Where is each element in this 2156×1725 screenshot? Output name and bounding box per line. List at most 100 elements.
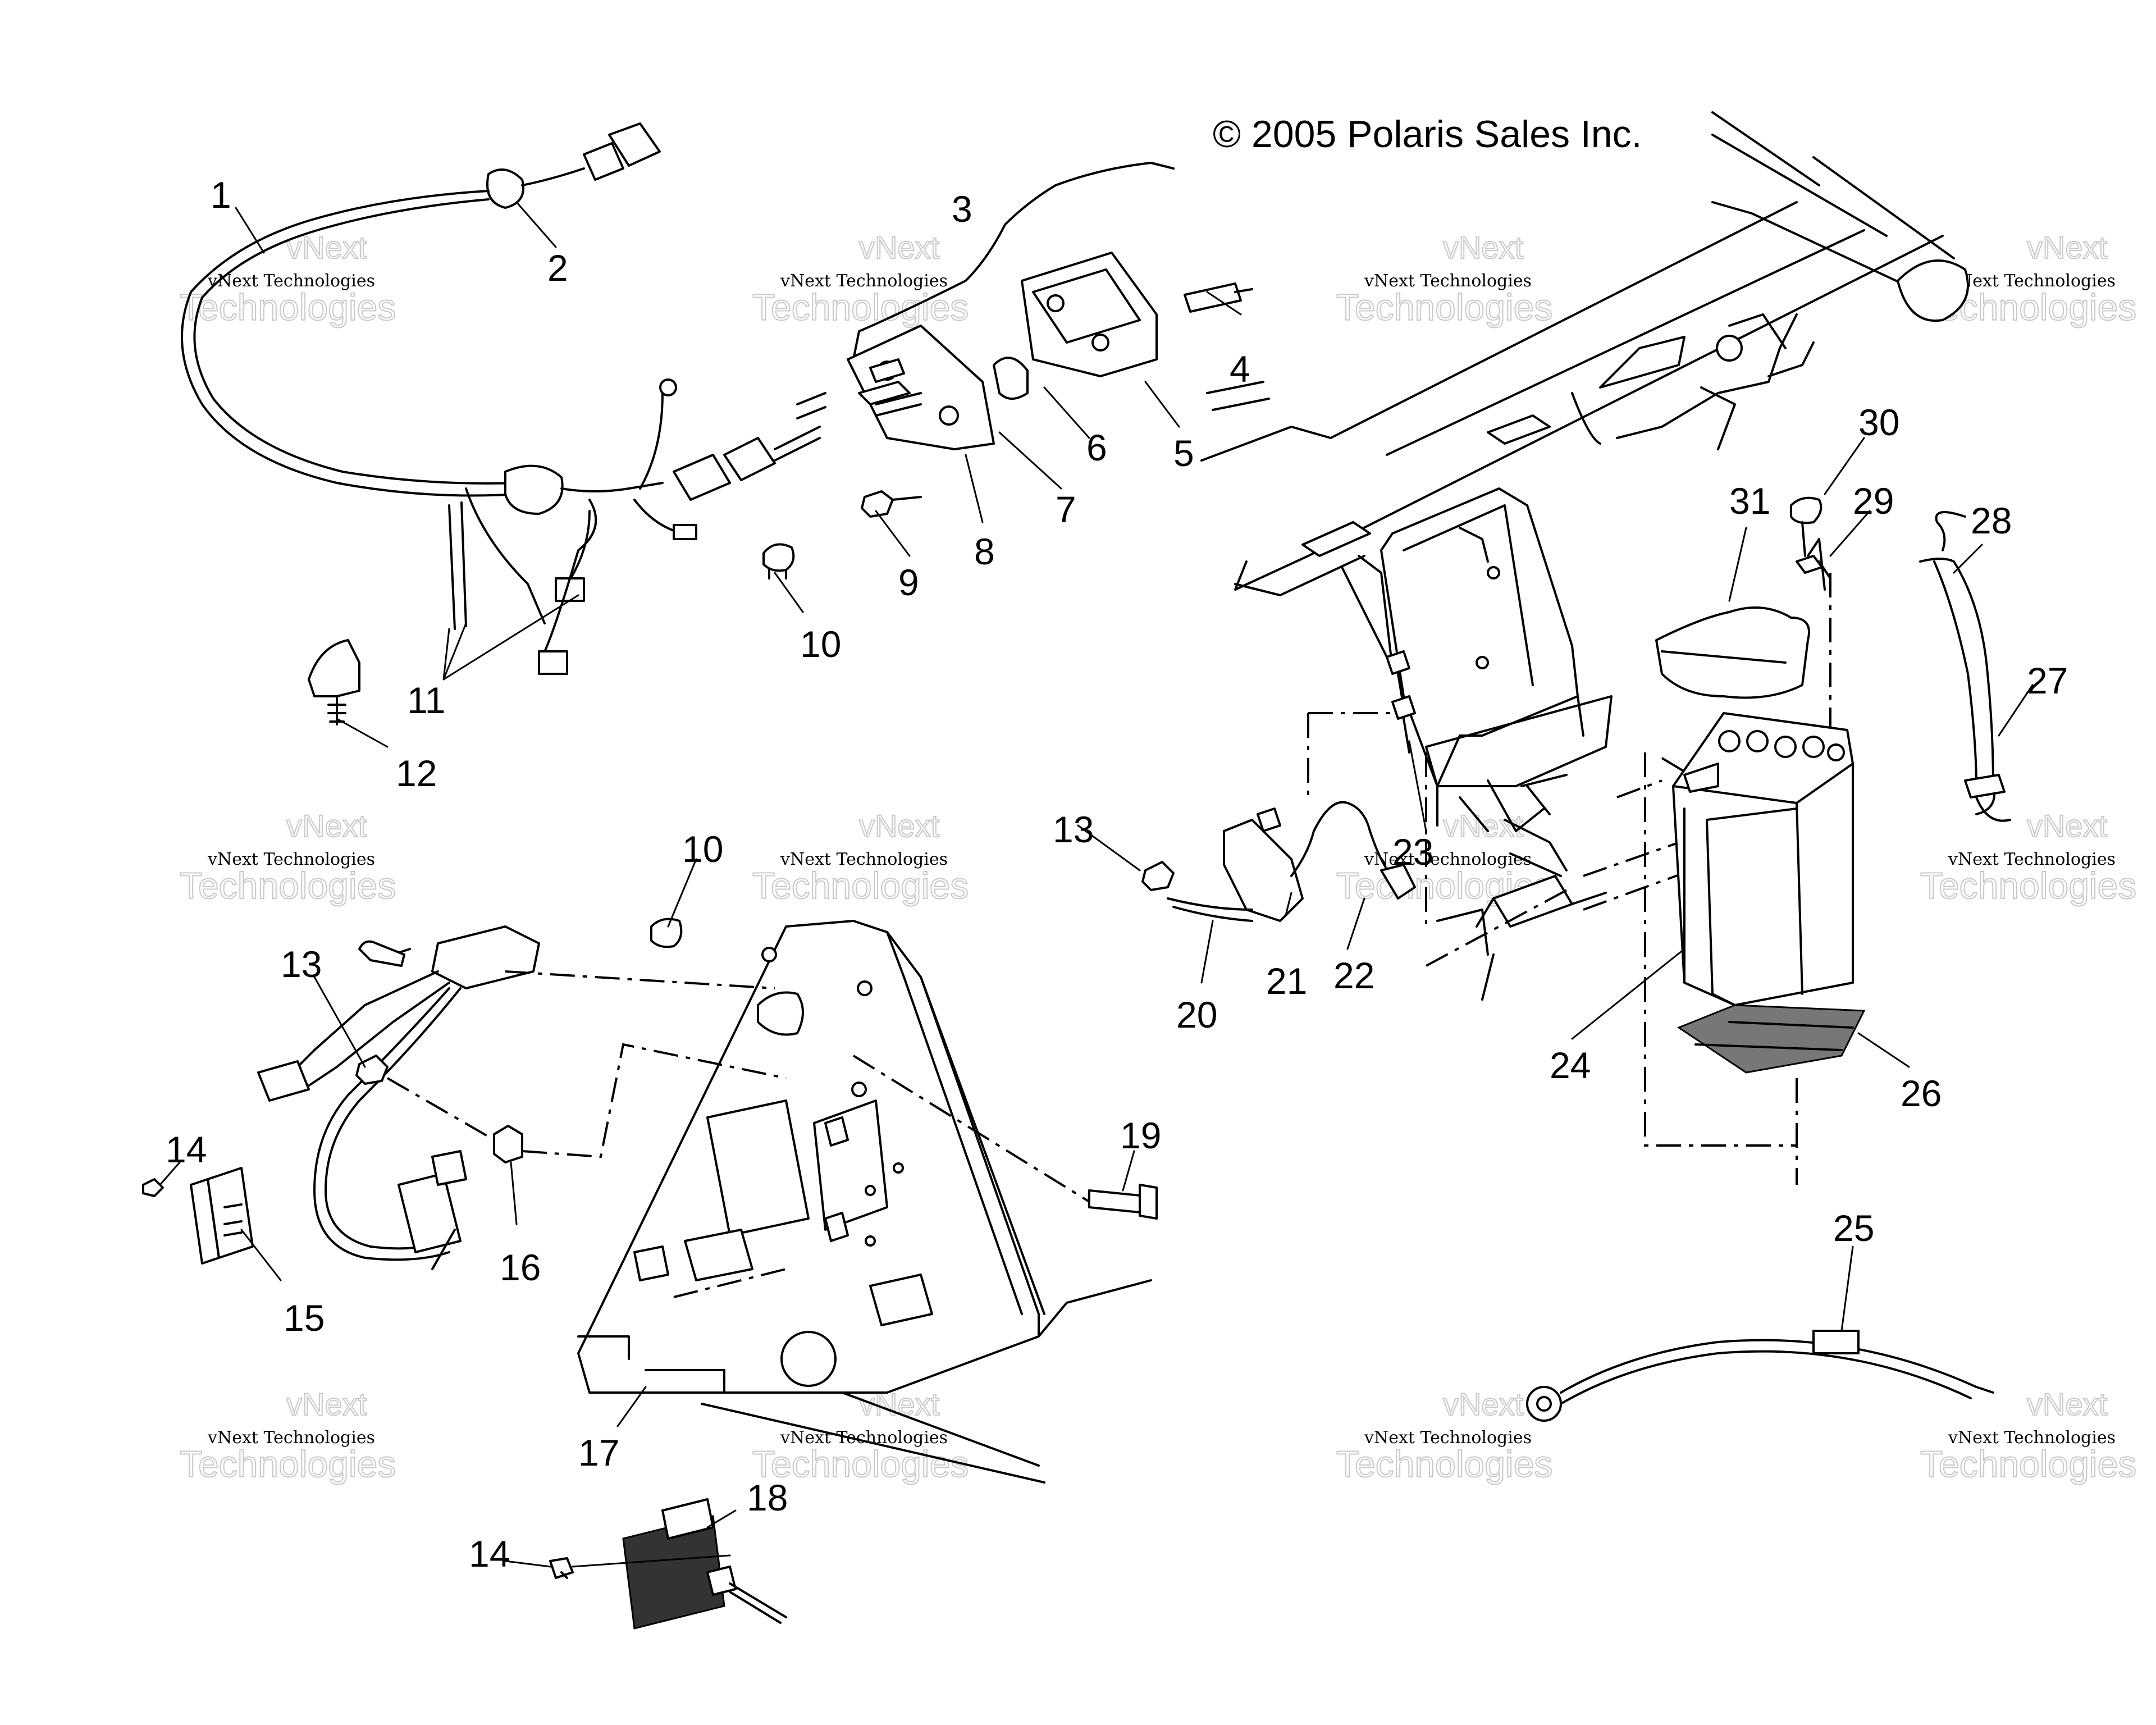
callout-10-lower: 10 [682, 828, 723, 870]
svg-text:Technologies: Technologies [1920, 1443, 2136, 1485]
leader-dash [386, 1043, 787, 1158]
svg-text:Technologies: Technologies [752, 865, 969, 906]
solenoid-relay [1167, 801, 1416, 922]
part-12-clip [308, 639, 360, 725]
part-23-screws [1386, 650, 1416, 754]
leader-dash [1426, 886, 1573, 967]
watermark: vNext vNext Technologies Technologies [1336, 1386, 1553, 1485]
callout-17: 17 [578, 1432, 619, 1473]
battery-pad [1677, 1004, 1866, 1074]
part-10-clip-lower [650, 918, 683, 948]
callout-27: 27 [2027, 660, 2068, 701]
callout-3: 3 [952, 188, 972, 230]
part-13-nut [1141, 861, 1175, 891]
callout-20: 20 [1176, 994, 1217, 1035]
battery-strap [1919, 511, 2011, 822]
svg-text:vNext: vNext [286, 230, 367, 265]
callout-10-top: 10 [800, 623, 841, 665]
callout-15: 15 [284, 1297, 325, 1339]
callout-12: 12 [396, 752, 437, 794]
svg-text:vNext Technologies: vNext Technologies [1948, 271, 2116, 291]
callout-24: 24 [1550, 1044, 1591, 1086]
svg-text:Technologies: Technologies [1336, 286, 1552, 328]
svg-text:vNext Technologies: vNext Technologies [207, 1428, 375, 1448]
callout-13-right: 13 [1053, 809, 1094, 850]
svg-text:vNext Technologies: vNext Technologies [780, 1428, 948, 1448]
callout-28: 28 [1971, 500, 2012, 541]
callout-26: 26 [1901, 1073, 1942, 1114]
svg-text:vNext: vNext [286, 1386, 367, 1422]
callout-19: 19 [1120, 1115, 1161, 1156]
callout-labels: 1 2 3 4 5 6 7 8 9 10 11 12 13 10 13 14 1… [166, 174, 2068, 1575]
svg-text:Technologies: Technologies [180, 865, 396, 906]
svg-text:vNext: vNext [2027, 1386, 2108, 1422]
callout-21: 21 [1266, 960, 1307, 1002]
svg-text:vNext: vNext [2027, 808, 2108, 843]
watermark: vNext vNext Technologies Technologies [1920, 1386, 2137, 1485]
part-19-bolt [1088, 1184, 1158, 1220]
leader-dash [852, 1055, 1090, 1203]
svg-text:Technologies: Technologies [180, 286, 396, 328]
leader-dash [673, 1268, 787, 1298]
part-16-nut [493, 1125, 523, 1163]
svg-text:vNext Technologies: vNext Technologies [1948, 1428, 2116, 1448]
battery-cable [1526, 1330, 1994, 1422]
callout-9: 9 [898, 562, 919, 603]
part-10-clip [762, 543, 795, 579]
svg-text:vNext Technologies: vNext Technologies [1364, 1428, 1532, 1448]
leader-dash [1616, 779, 1662, 798]
leader-dash [1661, 757, 1691, 776]
svg-text:Technologies: Technologies [1920, 865, 2136, 906]
svg-text:vNext Technologies: vNext Technologies [780, 271, 948, 291]
callout-22: 22 [1333, 955, 1374, 996]
callout-31: 31 [1729, 480, 1770, 522]
battery-bracket [1380, 487, 1613, 1001]
watermark: vNext vNext Technologies Technologies [752, 229, 969, 328]
ignition-module [257, 925, 540, 1270]
part-30-screw [1790, 496, 1822, 557]
part-15-bracket [190, 1167, 254, 1265]
watermark: vNext vNext Technologies Technologies [752, 1386, 969, 1485]
frame [1200, 111, 1969, 669]
callout-11: 11 [407, 679, 446, 721]
callout-1: 1 [211, 174, 231, 216]
callout-14-upper: 14 [166, 1129, 207, 1170]
svg-text:vNext: vNext [1443, 1386, 1524, 1422]
svg-text:vNext: vNext [859, 808, 940, 843]
svg-text:Technologies: Technologies [180, 1443, 396, 1485]
svg-text:Technologies: Technologies [752, 1443, 969, 1485]
callout-8: 8 [974, 531, 995, 572]
leader-dash [1644, 752, 1797, 1147]
callout-25: 25 [1833, 1207, 1874, 1249]
svg-text:vNext Technologies: vNext Technologies [1364, 271, 1532, 291]
callout-18: 18 [747, 1477, 788, 1518]
copyright-text: © 2005 Polaris Sales Inc. [1213, 113, 1642, 156]
svg-text:vNext: vNext [859, 230, 940, 265]
callout-2: 2 [547, 247, 568, 289]
watermark: vNext vNext Technologies Technologies [1920, 807, 2137, 907]
part-14-screw [142, 1178, 164, 1197]
callout-13-left: 13 [281, 943, 322, 985]
callout-30: 30 [1858, 401, 1899, 443]
watermark: vNext vNext Technologies Technologies [179, 229, 396, 328]
watermark: vNext vNext Technologies Technologies [179, 1386, 396, 1485]
callout-4: 4 [1230, 348, 1250, 390]
leader-lines [159, 201, 2034, 1568]
callout-7: 7 [1056, 489, 1076, 530]
callout-6: 6 [1086, 427, 1107, 468]
svg-text:vNext Technologies: vNext Technologies [207, 850, 375, 869]
svg-text:vNext Technologies: vNext Technologies [1364, 850, 1532, 869]
leader-dash [505, 970, 775, 989]
callout-14-lower: 14 [469, 1533, 510, 1575]
callout-29: 29 [1853, 480, 1894, 522]
watermark: vNext vNext Technologies Technologies [179, 807, 396, 907]
svg-text:vNext Technologies: vNext Technologies [1948, 850, 2116, 869]
callout-16: 16 [500, 1247, 541, 1288]
svg-text:vNext Technologies: vNext Technologies [780, 850, 948, 869]
watermark: vNext vNext Technologies Technologies [1336, 229, 1553, 328]
svg-text:Technologies: Technologies [752, 286, 969, 328]
battery-cover-pad [1655, 606, 1810, 699]
watermark-grid: vNext vNext Technologies Technologies vN… [179, 229, 2137, 1485]
svg-text:vNext: vNext [286, 808, 367, 843]
